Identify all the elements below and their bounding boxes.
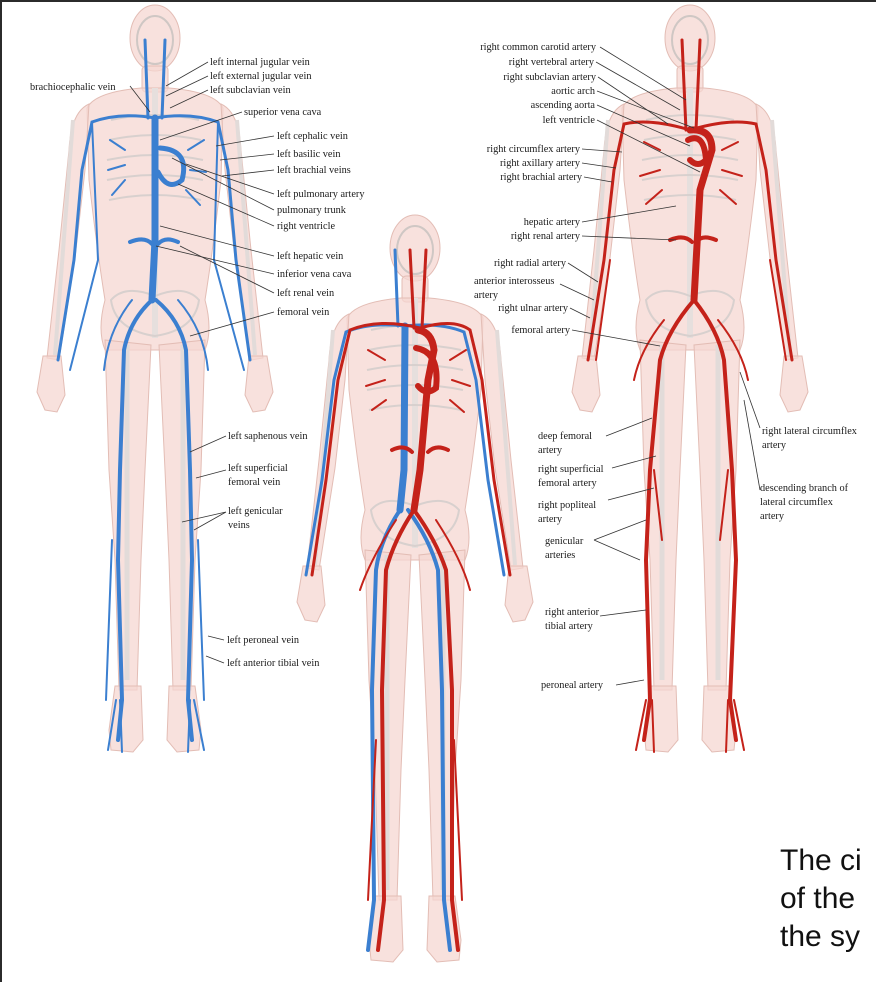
label-femoral-vein-2: femoral vein bbox=[228, 477, 280, 488]
label-arteries: arteries bbox=[545, 550, 575, 561]
label-right-superficial: right superficial bbox=[538, 464, 604, 475]
label-pulmonary-trunk: pulmonary trunk bbox=[277, 205, 347, 216]
label-superior-vena-cava: superior vena cava bbox=[244, 107, 322, 118]
label-femoral-artery: femoral artery bbox=[511, 325, 570, 336]
caption-line-2: of the bbox=[780, 882, 856, 915]
label-right-common-carotid-artery: right common carotid artery bbox=[480, 42, 597, 53]
label-left-superficial: left superficial bbox=[228, 463, 288, 474]
label-left-peroneal-vein: left peroneal vein bbox=[227, 635, 299, 646]
label-left-pulmonary-artery: left pulmonary artery bbox=[277, 189, 365, 200]
label-descending-branch-of: descending branch of bbox=[760, 483, 849, 494]
label-right-axillary-artery: right axillary artery bbox=[500, 158, 581, 169]
caption-text: The ci of the the sy bbox=[780, 842, 876, 956]
label-artery-popliteal: artery bbox=[538, 514, 563, 525]
label-left-renal-vein: left renal vein bbox=[277, 288, 334, 299]
label-inferior-vena-cava: inferior vena cava bbox=[277, 269, 352, 280]
label-left-genicular: left genicular bbox=[228, 506, 283, 517]
leader-lines bbox=[129, 46, 761, 686]
label-right-anterior: right anterior bbox=[545, 607, 600, 618]
artery-vessels bbox=[586, 38, 794, 753]
label-lateral-circumflex: lateral circumflex bbox=[760, 497, 834, 508]
label-left-internal-jugular-vein: left internal jugular vein bbox=[210, 57, 310, 68]
label-right-circumflex-artery: right circumflex artery bbox=[487, 144, 581, 155]
label-veins: veins bbox=[228, 520, 250, 531]
frame-border-top bbox=[0, 0, 876, 2]
label-right-ulnar-artery: right ulnar artery bbox=[498, 303, 569, 314]
vein-vessels bbox=[56, 38, 252, 753]
combined-figure bbox=[296, 214, 534, 963]
label-deep-femoral: deep femoral bbox=[538, 431, 592, 442]
combined-arteries bbox=[310, 248, 512, 952]
label-left-basilic-vein: left basilic vein bbox=[277, 149, 340, 160]
vein-labels: left internal jugular vein left external… bbox=[30, 57, 365, 669]
label-artery-lateral-circumflex: artery bbox=[762, 440, 787, 451]
label-ascending-aorta: ascending aorta bbox=[531, 100, 596, 111]
vein-figure bbox=[36, 4, 274, 753]
label-left-cephalic-vein: left cephalic vein bbox=[277, 131, 348, 142]
label-right-renal-artery: right renal artery bbox=[511, 231, 581, 242]
label-tibial-artery: tibial artery bbox=[545, 621, 594, 632]
frame-border-left bbox=[0, 0, 2, 982]
label-anterior-interosseus: anterior interosseus bbox=[474, 276, 554, 287]
caption-line-3: the sy bbox=[780, 920, 861, 953]
label-peroneal-artery: peroneal artery bbox=[541, 680, 604, 691]
label-right-radial-artery: right radial artery bbox=[494, 258, 567, 269]
label-artery-deep-femoral: artery bbox=[538, 445, 563, 456]
caption-line-1: The ci bbox=[780, 844, 862, 877]
artery-labels: right common carotid artery right verteb… bbox=[474, 42, 858, 691]
label-hepatic-artery: hepatic artery bbox=[524, 217, 581, 228]
label-artery-interosseus: artery bbox=[474, 290, 499, 301]
label-left-external-jugular-vein: left external jugular vein bbox=[210, 71, 312, 82]
label-aortic-arch: aortic arch bbox=[551, 86, 596, 97]
label-artery-descending: artery bbox=[760, 511, 785, 522]
label-right-popliteal: right popliteal bbox=[538, 500, 596, 511]
label-right-ventricle: right ventricle bbox=[277, 221, 335, 232]
label-left-ventricle: left ventricle bbox=[543, 115, 596, 126]
label-femoral-vein: femoral vein bbox=[277, 307, 329, 318]
label-genicular: genicular bbox=[545, 536, 584, 547]
label-right-lateral-circumflex: right lateral circumflex bbox=[762, 426, 858, 437]
label-right-subclavian-artery: right subclavian artery bbox=[503, 72, 596, 83]
artery-figure bbox=[571, 4, 809, 753]
label-left-subclavian-vein: left subclavian vein bbox=[210, 85, 291, 96]
label-right-brachial-artery: right brachial artery bbox=[500, 172, 583, 183]
label-left-anterior-tibial-vein: left anterior tibial vein bbox=[227, 658, 319, 669]
label-left-saphenous-vein: left saphenous vein bbox=[228, 431, 308, 442]
label-left-hepatic-vein: left hepatic vein bbox=[277, 251, 343, 262]
label-left-brachial-veins: left brachial veins bbox=[277, 165, 351, 176]
label-right-vertebral-artery: right vertebral artery bbox=[509, 57, 595, 68]
label-brachiocephalic-vein: brachiocephalic vein bbox=[30, 82, 115, 93]
label-femoral-artery-2: femoral artery bbox=[538, 478, 597, 489]
